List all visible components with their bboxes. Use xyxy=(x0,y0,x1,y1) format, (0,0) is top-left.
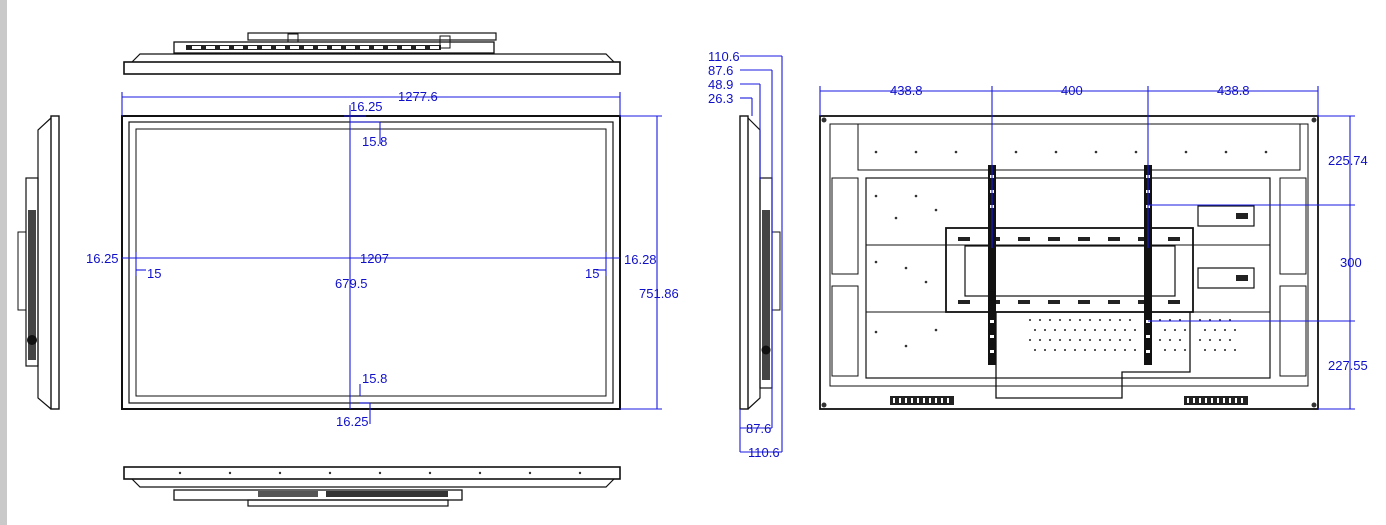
dim-mount-to-bottom: 227.55 xyxy=(1328,358,1368,373)
dim-active-height: 679.5 xyxy=(335,276,368,291)
dim-active-width: 1207 xyxy=(360,251,389,266)
rear-dimension-lines xyxy=(819,86,1355,410)
rear-view xyxy=(819,115,1319,410)
dim-mount-to-right: 438.8 xyxy=(1217,83,1250,98)
top-view xyxy=(123,32,621,75)
dim-bezel-top: 16.25 xyxy=(350,99,383,114)
dim-bezel-bottom: 16.25 xyxy=(336,414,369,429)
bottom-view xyxy=(123,466,621,507)
dim-bezel-right: 16.28 xyxy=(624,252,657,267)
left-gutter xyxy=(0,0,7,525)
dim-mount-spacing-h: 400 xyxy=(1061,83,1083,98)
dim-bezel-left: 16.25 xyxy=(86,251,119,266)
dim-depth-2: 87.6 xyxy=(708,63,733,78)
dim-bottom-depth-1: 87.6 xyxy=(746,421,771,436)
dim-depth-3: 48.9 xyxy=(708,77,733,92)
dim-depth-4: 26.3 xyxy=(708,91,733,106)
dim-left-to-mount: 438.8 xyxy=(890,83,923,98)
dim-depth-1: 110.6 xyxy=(708,49,740,64)
dim-bezel-bottom-inner: 15.8 xyxy=(362,371,387,386)
left-side-view xyxy=(17,115,60,410)
dim-bezel-right-inner: 15 xyxy=(585,266,599,281)
dim-bezel-top-inner: 15.8 xyxy=(362,134,387,149)
dim-overall-width: 1277.6 xyxy=(398,89,438,104)
dim-overall-height: 751.86 xyxy=(639,286,679,301)
dim-mount-spacing-v: 300 xyxy=(1340,255,1362,270)
dim-top-to-mount: 225.74 xyxy=(1328,153,1368,168)
right-side-view xyxy=(739,55,783,453)
dim-bottom-depth-2: 110.6 xyxy=(748,445,780,460)
dim-bezel-left-inner: 15 xyxy=(147,266,161,281)
front-dimension-lines xyxy=(121,92,662,424)
